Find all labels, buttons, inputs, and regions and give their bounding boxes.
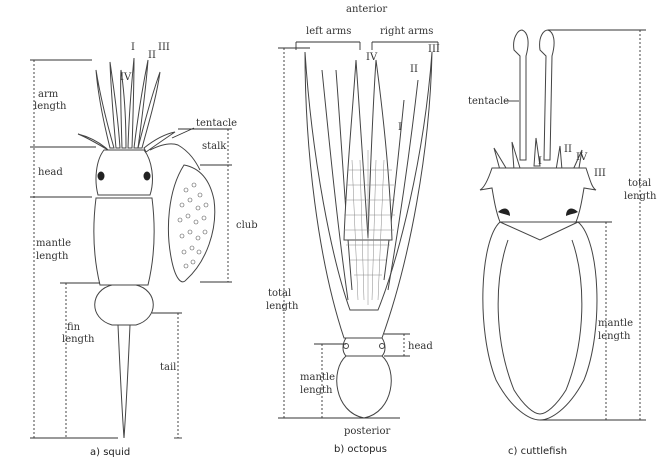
octopus-head (343, 338, 385, 356)
squid-tentacle-club (168, 165, 214, 282)
squid-arm-label-II: II (148, 50, 156, 61)
squid-eye-left (98, 172, 105, 181)
squid-panel: arm length head mantle length fin length… (30, 42, 258, 458)
octopus-mantle-length-label-2: length (300, 385, 333, 396)
octopus-arm-label-IV: IV (366, 52, 378, 63)
squid-eye-right (144, 172, 151, 181)
cuttlefish-arm-label-II: II (564, 144, 572, 155)
squid-fin-length-label-2: length (62, 334, 95, 345)
squid-tentacle-label: tentacle (196, 118, 237, 129)
squid-tail-label: tail (160, 362, 176, 373)
octopus-caption: b) octopus (334, 444, 387, 455)
octopus-arm-label-I: I (398, 122, 402, 133)
squid-fin-length-label-1: fin (67, 322, 81, 333)
cuttlefish-caption: c) cuttlefish (508, 446, 567, 457)
squid-arm-label-IV: IV (120, 72, 132, 83)
octopus-panel: anterior left arms right arms IV II I II… (266, 4, 440, 455)
squid-arm-length-label-1: arm (38, 89, 59, 100)
cuttlefish-arm-label-III: III (594, 168, 606, 179)
octopus-right-arms-label: right arms (380, 26, 433, 37)
squid-arm-length-label-2: length (34, 101, 67, 112)
squid-tentacle (150, 144, 200, 170)
squid-club-label: club (236, 220, 258, 231)
squid-stalk-label: stalk (202, 141, 227, 152)
cuttlefish-mantle (483, 222, 597, 420)
octopus-head-label: head (408, 341, 433, 352)
octopus-mantle (337, 356, 391, 418)
squid-mantle-length-label-2: length (36, 251, 69, 262)
octopus-left-arms-label: left arms (306, 26, 351, 37)
cuttlefish-tentacle-label: tentacle (468, 96, 509, 107)
squid-caption: a) squid (90, 447, 130, 458)
cuttlefish-arm-label-IV: IV (576, 152, 588, 163)
cuttlefish-total-length-label-1: total (628, 178, 651, 189)
squid-mantle (94, 198, 154, 285)
cuttlefish-panel: tentacle I II IV III total length mantle… (468, 30, 657, 457)
cuttlefish-tentacle-right (540, 30, 554, 160)
octopus-posterior-label: posterior (344, 426, 390, 437)
cuttlefish-total-length-label-2: length (624, 191, 657, 202)
octopus-total-length-label-1: total (268, 288, 291, 299)
squid-arm-label-III: III (158, 42, 170, 53)
cuttlefish-mantle-length-label-2: length (598, 331, 631, 342)
squid-head-label: head (38, 167, 63, 178)
octopus-total-length-label-2: length (266, 301, 299, 312)
squid-fins (95, 285, 154, 325)
cuttlefish-head (480, 168, 596, 222)
squid-mantle-length-label-1: mantle (36, 238, 71, 249)
octopus-arm-label-III: III (428, 44, 440, 55)
squid-head (96, 150, 152, 195)
cuttlefish-tentacle-left (514, 30, 528, 160)
octopus-anterior-label: anterior (346, 4, 387, 15)
cuttlefish-mantle-length-label-1: mantle (598, 318, 633, 329)
cuttlefish-arm-label-I: I (538, 156, 542, 167)
octopus-mantle-length-label-1: mantle (300, 372, 335, 383)
octopus-arm-label-II: II (410, 64, 418, 75)
squid-tail (118, 325, 130, 438)
squid-arm-label-I: I (131, 42, 135, 53)
